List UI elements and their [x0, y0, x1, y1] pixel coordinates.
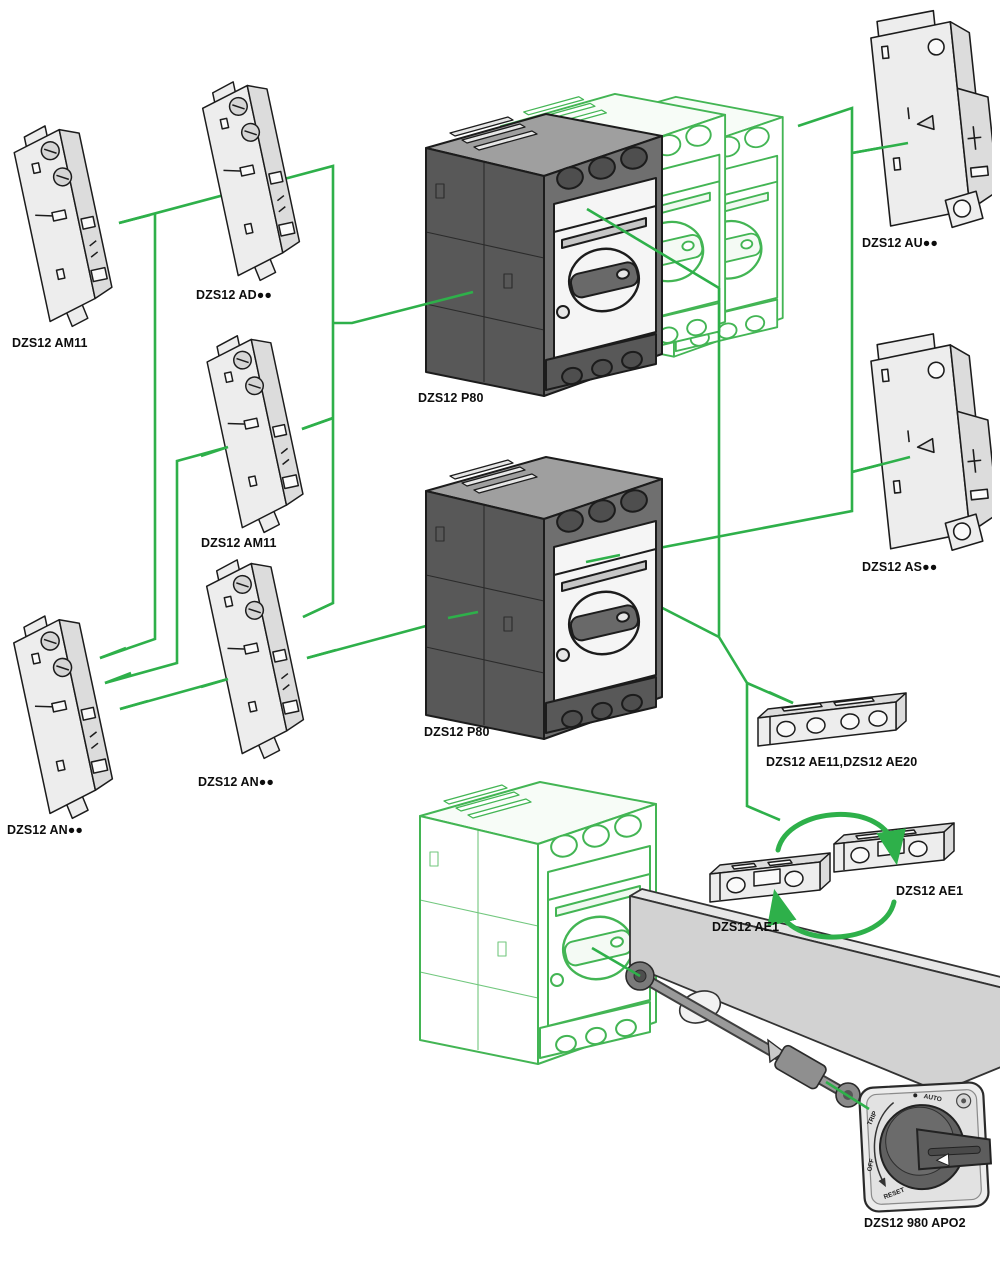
label-am11-top: DZS12 AM11: [12, 336, 88, 350]
tip-an-left-a: [99, 646, 127, 660]
tip-an-mid-side: [306, 648, 337, 660]
block-ae11-ae20: [757, 692, 907, 747]
module-an-left: [8, 608, 119, 822]
ghost-breaker-bottom: [418, 780, 658, 1066]
shaft-coupling: [774, 1044, 827, 1090]
tip-p80top-face: [586, 207, 720, 290]
module-an-mid: [201, 552, 310, 762]
module-as: [868, 330, 992, 556]
label-au: DZS12 AU●●: [862, 236, 939, 250]
handle-rotation-arc: [873, 1101, 895, 1188]
breaker-p80-top: [424, 112, 664, 398]
tip-p80mid-face: [585, 553, 621, 564]
label-ae1-right: DZS12 AE1: [896, 884, 964, 898]
label-p80-top: DZS12 P80: [418, 391, 484, 405]
tip-an-mid-face: [200, 677, 229, 689]
handle-pointer: [935, 1152, 950, 1167]
tip-p80top-side: [333, 290, 474, 325]
label-apo2: DZS12 980 APO2: [864, 1216, 966, 1230]
label-ad: DZS12 AD●●: [196, 288, 273, 302]
tip-apo2: [825, 1080, 870, 1111]
label-ae11-ae20: DZS12 AE11,DZS12 AE20: [766, 755, 918, 769]
label-p80-mid: DZS12 P80: [424, 725, 490, 739]
rotary-handle-apo2: AUTO TRIP OFF RESET: [858, 1081, 993, 1213]
tip-au-face: [851, 141, 909, 155]
breaker-p80-middle: [424, 455, 664, 741]
label-an-left: DZS12 AN●●: [7, 823, 84, 837]
tip-an-mid-right: [302, 601, 334, 619]
tip-p80mid-side: [447, 610, 479, 620]
tip-am11-mid-face: [200, 445, 229, 458]
connector-line-tips: [99, 141, 911, 1111]
swap-arrow-top: [775, 812, 906, 866]
tip-ghost-knob: [591, 946, 641, 978]
tip-an-left-b: [104, 671, 132, 685]
tip-am11-top: [118, 213, 151, 225]
module-am11-top: [9, 118, 118, 330]
module-ad: [197, 74, 306, 284]
tip-an-left-c: [119, 699, 149, 711]
marking-off: OFF: [866, 1158, 876, 1172]
swap-rotation-arrows-icon: [767, 812, 906, 940]
tip-am11-mid: [301, 416, 334, 431]
module-au: [867, 6, 992, 234]
label-an-mid: DZS12 AN●●: [198, 775, 275, 789]
marking-auto: AUTO: [923, 1093, 942, 1103]
label-ae1-left: DZS12 AE1: [712, 920, 780, 934]
block-ae1-left: [709, 852, 831, 903]
tip-ae11-block: [768, 690, 794, 705]
connector-an-left-b: [104, 445, 229, 685]
swap-arrow-bottom: [767, 888, 897, 940]
label-am11-mid: DZS12 AM11: [201, 536, 277, 550]
door-mounting-plate: [629, 888, 1000, 1093]
module-am11-mid: [202, 328, 310, 536]
shaft-anti-rotation-tab: [767, 1038, 786, 1064]
extension-shaft: [625, 961, 861, 1108]
label-as: DZS12 AS●●: [862, 560, 938, 574]
connector-right-trunk: [585, 106, 854, 564]
tip-as-face: [851, 455, 911, 474]
